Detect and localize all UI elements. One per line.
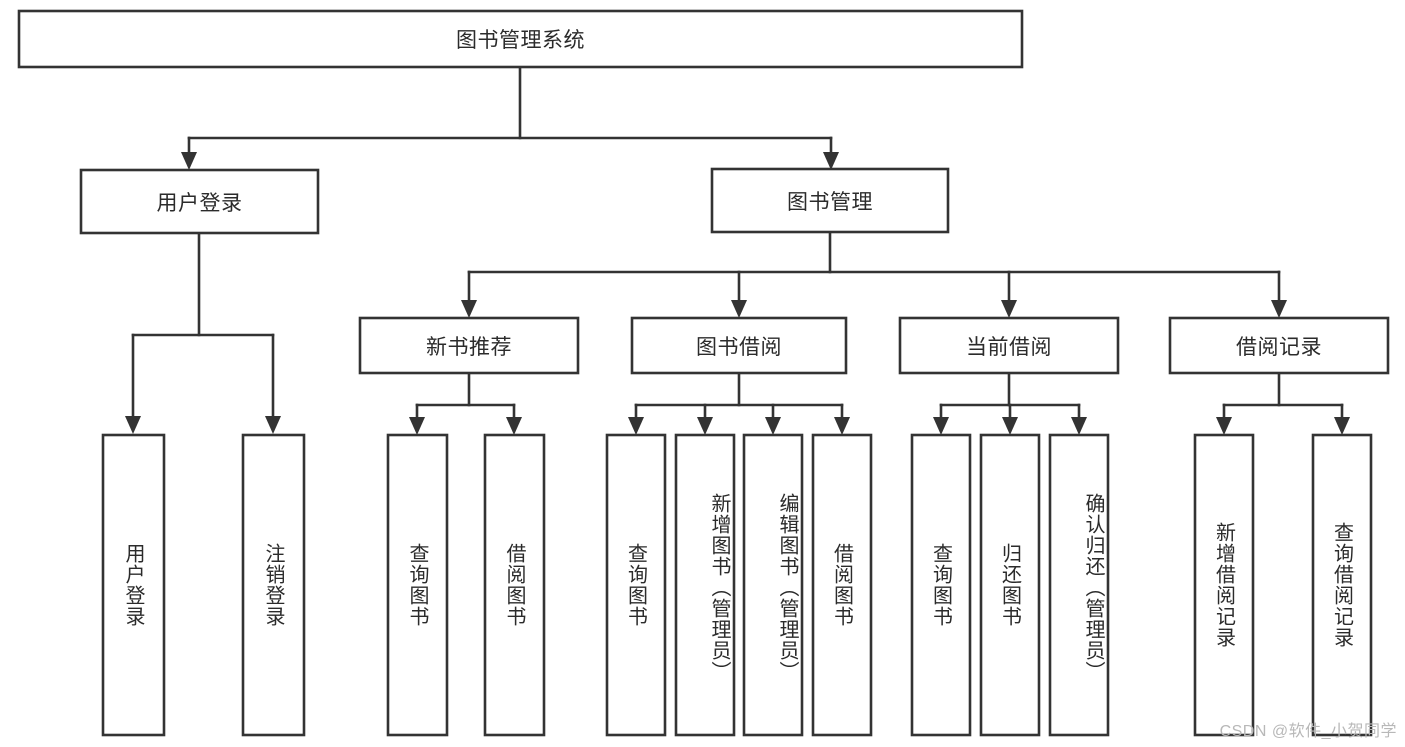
arrow-head-leaf-query-book-3 <box>933 417 949 435</box>
node-box-leaf-borrow-book-1[interactable] <box>483 433 546 737</box>
edge-root-to-level1 <box>181 65 839 170</box>
arrow-head-new-book-rec <box>461 300 477 318</box>
node-box-leaf-return-book[interactable] <box>979 433 1041 737</box>
arrow-head-current-borrow <box>1001 300 1017 318</box>
node-box-leaf-query-book-3[interactable] <box>910 433 972 737</box>
node-box-new-book-rec[interactable] <box>358 316 580 375</box>
arrow-head-leaf-query-book-1 <box>409 417 425 435</box>
arrow-head-leaf-edit-book <box>765 417 781 435</box>
node-box-book-manage[interactable] <box>710 167 950 234</box>
node-box-user-login[interactable] <box>79 168 320 235</box>
edge-user-login-to-leaves <box>125 231 281 434</box>
arrow-head-leaf-add-record <box>1216 417 1232 435</box>
node-box-leaf-add-book[interactable] <box>674 433 736 737</box>
node-box-leaf-user-login[interactable] <box>101 433 166 737</box>
node-box-leaf-edit-book[interactable] <box>742 433 804 737</box>
arrow-head-leaf-add-book <box>697 417 713 435</box>
node-box-leaf-query-book-1[interactable] <box>386 433 449 737</box>
edge-current-borrow-to-leaves <box>933 371 1087 435</box>
node-box-current-borrow[interactable] <box>898 316 1120 375</box>
edge-new-book-rec-to-leaves <box>409 371 522 435</box>
edge-borrow-record-to-leaves <box>1216 371 1350 435</box>
arrow-head-user-login <box>181 152 197 170</box>
arrow-head-borrow-record <box>1271 300 1287 318</box>
arrow-head-leaf-query-record <box>1334 417 1350 435</box>
node-box-leaf-logout[interactable] <box>241 433 306 737</box>
csdn-watermark: CSDN @软件_小贺同学 <box>1219 723 1397 740</box>
arrow-head-leaf-return-book <box>1002 417 1018 435</box>
arrow-head-leaf-query-book-2 <box>628 417 644 435</box>
node-box-leaf-borrow-book-2[interactable] <box>811 433 873 737</box>
edge-book-borrow-to-leaves <box>628 371 850 435</box>
node-box-borrow-record[interactable] <box>1168 316 1390 375</box>
arrow-head-leaf-borrow-book-1 <box>506 417 522 435</box>
arrow-head-leaf-logout <box>265 416 281 434</box>
node-box-leaf-query-record[interactable] <box>1311 433 1373 737</box>
arrow-head-leaf-confirm-return <box>1071 417 1087 435</box>
arrow-head-leaf-borrow-book-2 <box>834 417 850 435</box>
edge-book-manage-to-level2 <box>461 230 1287 318</box>
arrow-head-leaf-user-login <box>125 416 141 434</box>
node-box-leaf-confirm-return[interactable] <box>1048 433 1110 737</box>
node-box-book-borrow[interactable] <box>630 316 848 375</box>
arrow-head-book-borrow <box>731 300 747 318</box>
node-box-leaf-add-record[interactable] <box>1193 433 1255 737</box>
node-box-root[interactable] <box>17 9 1024 69</box>
node-box-leaf-query-book-2[interactable] <box>605 433 667 737</box>
arrow-head-book-manage <box>823 152 839 170</box>
